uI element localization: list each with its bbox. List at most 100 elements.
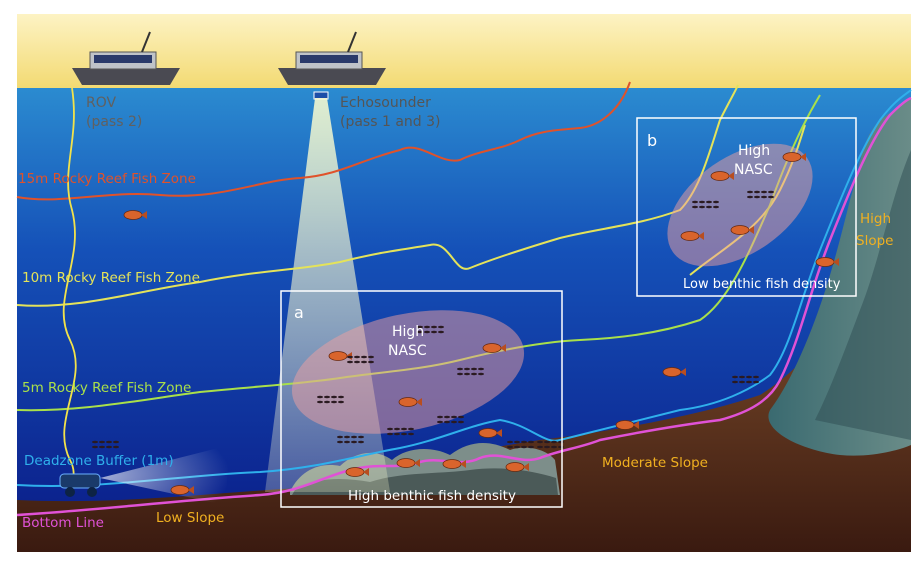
small-fish-icon xyxy=(317,396,323,398)
rov-label: ROV xyxy=(86,95,117,111)
low-slope-label: Low Slope xyxy=(156,510,224,526)
deadzone-label: Deadzone Buffer (1m) xyxy=(24,453,174,469)
small-fish-icon xyxy=(471,373,477,375)
small-fish-icon xyxy=(358,441,364,443)
small-fish-icon xyxy=(528,441,534,443)
small-fish-icon xyxy=(706,206,712,208)
small-fish-icon xyxy=(401,433,407,435)
small-fish-icon xyxy=(394,428,400,430)
high-slope-label-1: High xyxy=(860,211,891,227)
echosounder-boat-windows xyxy=(300,55,358,63)
small-fish-icon xyxy=(106,446,112,448)
small-fish-icon xyxy=(351,441,357,443)
small-fish-icon xyxy=(761,191,767,193)
box-b-letter: b xyxy=(647,131,657,150)
small-fish-icon xyxy=(692,201,698,203)
small-fish-icon xyxy=(521,446,527,448)
small-fish-icon xyxy=(358,436,364,438)
small-fish-icon xyxy=(558,446,564,448)
small-fish-icon xyxy=(537,441,543,443)
small-fish-icon xyxy=(507,446,513,448)
small-fish-icon xyxy=(514,441,520,443)
small-fish-icon xyxy=(451,421,457,423)
box-a-letter: a xyxy=(294,303,304,322)
echosounder-label: Echosounder xyxy=(340,95,431,111)
small-fish-icon xyxy=(761,196,767,198)
small-fish-icon xyxy=(754,191,760,193)
small-fish-icon xyxy=(746,376,752,378)
small-fish-icon xyxy=(753,381,759,383)
small-fish-icon xyxy=(344,436,350,438)
small-fish-icon xyxy=(92,441,98,443)
box-a-nasc-1: High xyxy=(392,324,424,340)
small-fish-icon xyxy=(431,331,437,333)
small-fish-icon xyxy=(537,446,543,448)
small-fish-icon xyxy=(464,373,470,375)
small-fish-icon xyxy=(478,373,484,375)
small-fish-icon xyxy=(437,416,443,418)
small-fish-icon xyxy=(354,356,360,358)
small-fish-icon xyxy=(438,326,444,328)
small-fish-icon xyxy=(324,396,330,398)
small-fish-icon xyxy=(699,206,705,208)
small-fish-icon xyxy=(368,356,374,358)
small-fish-icon xyxy=(768,196,774,198)
small-fish-icon xyxy=(457,368,463,370)
small-fish-icon xyxy=(528,446,534,448)
small-fish-icon xyxy=(768,191,774,193)
zone-5m-label: 5m Rocky Reef Fish Zone xyxy=(22,380,191,396)
small-fish-icon xyxy=(337,436,343,438)
rov-vehicle-thruster-2 xyxy=(87,487,97,497)
box-b-nasc-1: High xyxy=(738,143,770,159)
small-fish-icon xyxy=(458,416,464,418)
small-fish-icon xyxy=(99,441,105,443)
small-fish-icon xyxy=(507,441,513,443)
small-fish-icon xyxy=(361,356,367,358)
small-fish-icon xyxy=(551,441,557,443)
small-fish-icon xyxy=(732,376,738,378)
rov-vehicle-body xyxy=(60,474,100,488)
box-b-nasc-2: NASC xyxy=(734,162,773,178)
small-fish-icon xyxy=(438,331,444,333)
small-fish-icon xyxy=(347,361,353,363)
small-fish-icon xyxy=(431,326,437,328)
small-fish-icon xyxy=(331,401,337,403)
small-fish-icon xyxy=(408,433,414,435)
small-fish-icon xyxy=(551,446,557,448)
box-b-caption: Low benthic fish density xyxy=(683,277,841,292)
small-fish-icon xyxy=(451,416,457,418)
small-fish-icon xyxy=(692,206,698,208)
echosounder-boat-hull xyxy=(278,68,386,85)
small-fish-icon xyxy=(113,446,119,448)
small-fish-icon xyxy=(338,401,344,403)
small-fish-icon xyxy=(747,196,753,198)
small-fish-icon xyxy=(458,421,464,423)
small-fish-icon xyxy=(754,196,760,198)
small-fish-icon xyxy=(337,441,343,443)
small-fish-icon xyxy=(753,376,759,378)
zone-15m-label: 15m Rocky Reef Fish Zone xyxy=(18,171,196,187)
small-fish-icon xyxy=(361,361,367,363)
small-fish-icon xyxy=(408,428,414,430)
small-fish-icon xyxy=(354,361,360,363)
high-slope-label-2: Slope xyxy=(856,233,893,249)
small-fish-icon xyxy=(706,201,712,203)
small-fish-icon xyxy=(92,446,98,448)
small-fish-icon xyxy=(544,446,550,448)
small-fish-icon xyxy=(437,421,443,423)
small-fish-icon xyxy=(478,368,484,370)
small-fish-icon xyxy=(558,441,564,443)
small-fish-icon xyxy=(344,441,350,443)
small-fish-icon xyxy=(106,441,112,443)
small-fish-icon xyxy=(747,191,753,193)
small-fish-icon xyxy=(521,441,527,443)
zone-10m-label: 10m Rocky Reef Fish Zone xyxy=(22,270,200,286)
small-fish-icon xyxy=(739,376,745,378)
small-fish-icon xyxy=(713,206,719,208)
echosounder-pass-label: (pass 1 and 3) xyxy=(340,114,440,130)
small-fish-icon xyxy=(746,381,752,383)
small-fish-icon xyxy=(544,441,550,443)
small-fish-icon xyxy=(739,381,745,383)
small-fish-icon xyxy=(387,428,393,430)
